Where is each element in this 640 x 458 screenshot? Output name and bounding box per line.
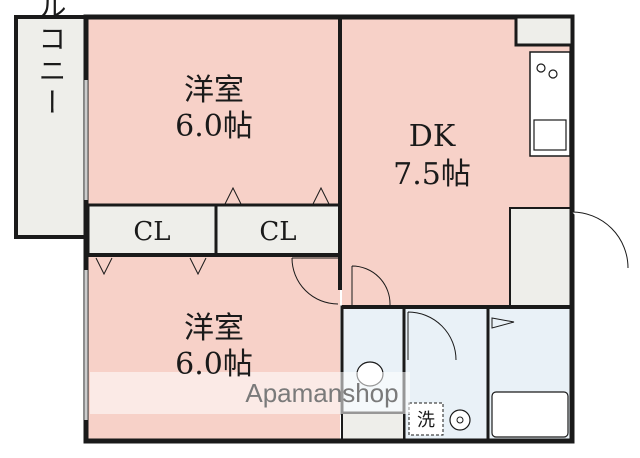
balcony-area	[14, 15, 88, 239]
watermark-text: Apamanshop	[245, 378, 398, 408]
laundry-space	[408, 402, 444, 436]
entrance	[509, 207, 573, 307]
western-top-name: 洋室	[184, 73, 244, 108]
watermark-band	[90, 372, 410, 414]
closet-left-label: CL	[133, 217, 170, 247]
western-top-size: 6.0帖	[175, 109, 253, 144]
closet-right-label: CL	[259, 217, 296, 247]
room-western-top	[88, 17, 340, 205]
stove-burner-icon	[536, 63, 546, 73]
door-swing-western-bottom	[291, 257, 339, 305]
bath-door-marker	[491, 317, 515, 329]
sink-icon	[533, 119, 567, 151]
door-swing-wet	[407, 311, 457, 361]
fridge-space	[514, 15, 574, 47]
bathtub-icon	[491, 391, 569, 438]
storage-small	[341, 412, 405, 442]
closet-door-marker	[95, 257, 113, 276]
kitchen-counter	[529, 51, 571, 157]
western-bottom-size: 6.0帖	[175, 347, 253, 382]
closet-door-marker	[189, 257, 207, 276]
dk-size: 7.5帖	[393, 157, 471, 192]
closet-door-marker	[312, 186, 330, 205]
door-swing-washroom	[351, 265, 391, 306]
stove-burner-icon	[548, 69, 558, 79]
washbasin-drain-icon	[456, 416, 464, 424]
washbasin-icon	[449, 409, 471, 431]
closet-door-marker	[224, 186, 242, 205]
entrance-door-swing	[571, 211, 629, 269]
balcony-label: バルコニー	[35, 0, 68, 120]
dk-name: DK	[409, 119, 456, 154]
laundry-label: 洗	[417, 410, 435, 431]
western-bottom-name: 洋室	[184, 311, 244, 346]
